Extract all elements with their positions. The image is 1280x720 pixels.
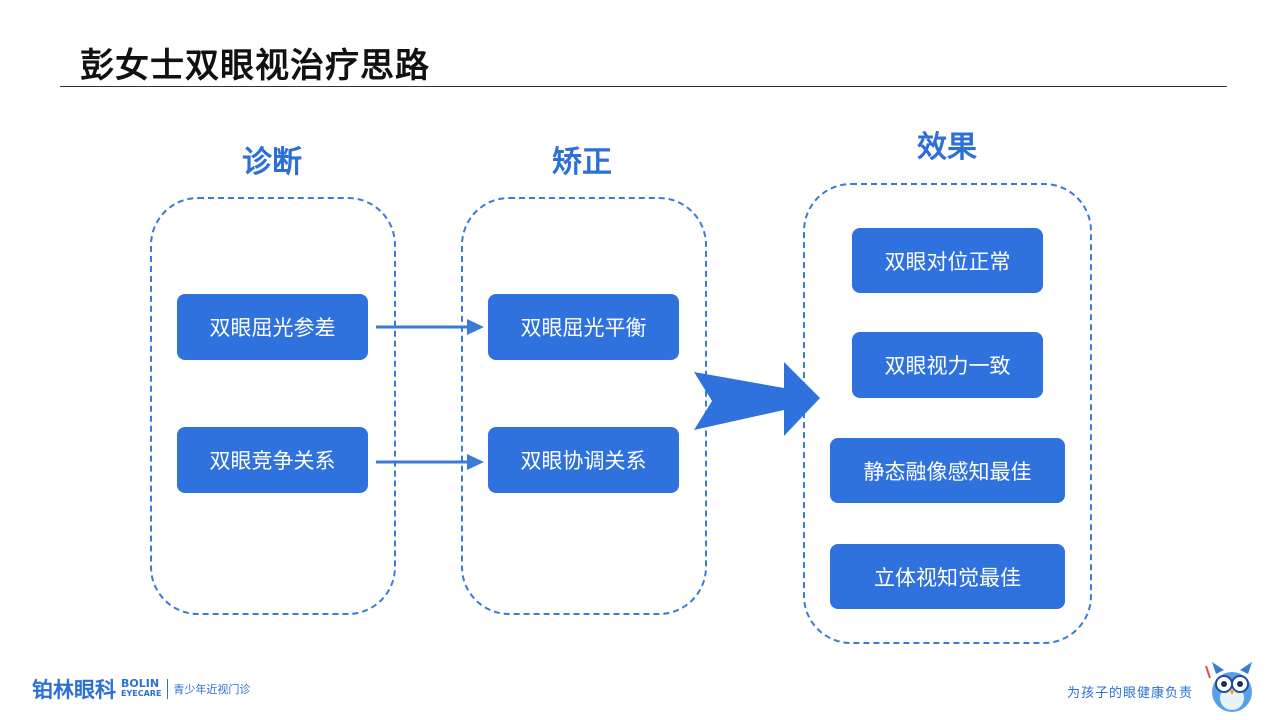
logo-english: BOLIN EYECARE <box>121 677 162 699</box>
effect-item-acuity: 双眼视力一致 <box>852 332 1043 398</box>
page-title: 彭女士双眼视治疗思路 <box>80 46 430 86</box>
diagnosis-heading: 诊断 <box>242 145 302 180</box>
owl-mascot-icon <box>1205 662 1252 712</box>
logo-english-line2: EYECARE <box>121 689 162 698</box>
logo-separator <box>167 679 169 699</box>
logo-english-line1: BOLIN <box>121 677 160 690</box>
arrow-right-icon <box>376 454 484 470</box>
diagnosis-group <box>150 197 396 615</box>
diagnosis-item-refraction: 双眼屈光参差 <box>177 294 368 360</box>
logo-subtitle: 青少年近视门诊 <box>173 683 251 696</box>
title-divider <box>60 86 1227 87</box>
correction-group <box>461 197 707 615</box>
diagnosis-item-competition: 双眼竞争关系 <box>177 427 368 493</box>
effect-heading: 效果 <box>917 130 977 165</box>
effect-item-stereo: 立体视知觉最佳 <box>830 544 1065 609</box>
arrow-right-icon <box>376 319 484 335</box>
brand-logo: 铂林眼科 BOLIN EYECARE 青少年近视门诊 <box>32 674 250 704</box>
footer-slogan: 为孩子的眼健康负责 <box>1067 686 1194 701</box>
logo-chinese: 铂林眼科 <box>32 678 116 702</box>
correction-item-balance: 双眼屈光平衡 <box>488 294 679 360</box>
correction-heading: 矫正 <box>552 145 612 180</box>
effect-item-fusion: 静态融像感知最佳 <box>830 438 1065 503</box>
correction-item-coordination: 双眼协调关系 <box>488 427 679 493</box>
effect-item-alignment: 双眼对位正常 <box>852 228 1043 293</box>
big-arrow-icon <box>694 362 820 436</box>
